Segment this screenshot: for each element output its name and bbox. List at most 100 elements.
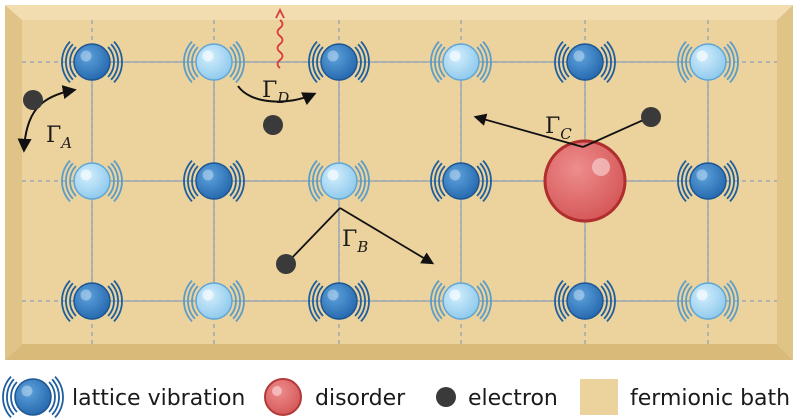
vibration-arc <box>312 162 321 200</box>
vibration-arc <box>229 165 237 197</box>
phonon-highlight <box>696 169 708 181</box>
vibration-arc <box>183 159 193 203</box>
vibration-arc <box>54 375 64 419</box>
legend-disorder-label: disorder <box>315 386 406 411</box>
vibration-arc <box>723 285 731 317</box>
phonon-site-light <box>183 279 245 323</box>
vibration-arc <box>187 43 196 81</box>
vibration-arc <box>482 40 492 84</box>
disorder-ball <box>543 139 627 223</box>
phonon-site-dark <box>2 375 64 419</box>
vibration-arc <box>229 285 237 317</box>
electrons <box>23 90 661 274</box>
gamma-c-out <box>473 113 584 148</box>
vibration-arc <box>360 159 370 203</box>
phonon-highlight <box>80 289 92 301</box>
vibration-arc <box>603 43 612 81</box>
vibration-arc <box>726 43 735 81</box>
vibration-arc <box>479 282 488 320</box>
phonon-site-light <box>61 159 123 203</box>
phonon-site-dark <box>554 279 616 323</box>
phonon-site-dark <box>61 40 123 84</box>
vibration-arc <box>191 165 199 197</box>
vibration-arc <box>354 285 362 317</box>
phonon-site-dark <box>61 279 123 323</box>
vibration-arc <box>681 43 690 81</box>
phonon-highlight <box>327 50 339 62</box>
vibration-arc <box>677 159 687 203</box>
vibration-arc <box>558 43 567 81</box>
legend-fermionic-bath-label: fermionic bath <box>630 386 790 411</box>
legend-disorder-highlight <box>272 386 282 396</box>
phonon-site-light <box>677 40 739 84</box>
phonon-highlight <box>449 289 461 301</box>
vibration-arc <box>187 162 196 200</box>
vibration-arc <box>360 40 370 84</box>
electron-c <box>641 107 661 127</box>
vibration-arc <box>107 285 115 317</box>
vibration-arc <box>107 46 115 78</box>
phonon-highlight <box>202 169 214 181</box>
vibration-arc <box>482 159 492 203</box>
phonon-highlight <box>21 385 33 397</box>
vibration-arc <box>308 159 318 203</box>
vibration-arc <box>729 159 739 203</box>
vibration-arc <box>430 40 440 84</box>
vibration-arc <box>61 279 71 323</box>
vibration-arc <box>183 279 193 323</box>
phonon-ball <box>566 282 604 320</box>
gamma-a-label: ΓA <box>46 123 72 152</box>
fermionic-bath-slab <box>5 5 793 360</box>
phonon-ball <box>195 282 233 320</box>
vibration-arc <box>308 40 318 84</box>
vibration-arc <box>69 165 77 197</box>
vibration-arc <box>232 43 241 81</box>
vibration-arc <box>316 46 324 78</box>
phonon-site-dark <box>677 159 739 203</box>
vibration-arc <box>729 279 739 323</box>
phonon-highlight <box>696 289 708 301</box>
vibration-arc <box>110 43 119 81</box>
vibration-arc <box>110 162 119 200</box>
phonon-ball <box>320 162 358 200</box>
vibration-arc <box>685 285 693 317</box>
vibration-arc <box>562 46 570 78</box>
vibration-arc <box>191 46 199 78</box>
legend-electron-label: electron <box>468 386 558 411</box>
vibration-arc <box>438 285 446 317</box>
vibration-arc <box>476 165 484 197</box>
bath-right-bevel <box>777 5 793 360</box>
vibration-arc <box>600 46 608 78</box>
bath-bottom-bevel <box>5 344 793 360</box>
vibration-arc <box>681 282 690 320</box>
vibration-arc <box>677 279 687 323</box>
gamma-b-label: ΓB <box>342 227 368 256</box>
phonon-site-dark <box>430 159 492 203</box>
vibration-arc <box>430 159 440 203</box>
electron-a <box>23 90 43 110</box>
vibration-arc <box>191 285 199 317</box>
gamma-d-label: ΓD <box>262 78 289 107</box>
phonon-ball <box>689 43 727 81</box>
vibration-arc <box>476 285 484 317</box>
vibration-arc <box>603 282 612 320</box>
vibration-arc <box>554 279 564 323</box>
vibration-arc <box>354 165 362 197</box>
phonon-site-dark <box>554 40 616 84</box>
vibration-arc <box>65 43 74 81</box>
vibration-arc <box>476 46 484 78</box>
vibration-arc <box>685 165 693 197</box>
gamma-c-label: ΓC <box>545 114 572 143</box>
phonon-site-light <box>183 40 245 84</box>
gamma-c-in <box>582 116 651 148</box>
vibration-arc <box>726 282 735 320</box>
phonon-ball <box>689 162 727 200</box>
vibration-arc <box>430 279 440 323</box>
vibration-arc <box>113 159 123 203</box>
phonon-site-dark <box>183 159 245 203</box>
phonon-highlight <box>327 289 339 301</box>
photon-squiggle <box>276 19 284 69</box>
phonon-highlight <box>80 169 92 181</box>
electron-d <box>263 115 283 135</box>
legend-lattice-vibration-icon <box>2 375 64 419</box>
